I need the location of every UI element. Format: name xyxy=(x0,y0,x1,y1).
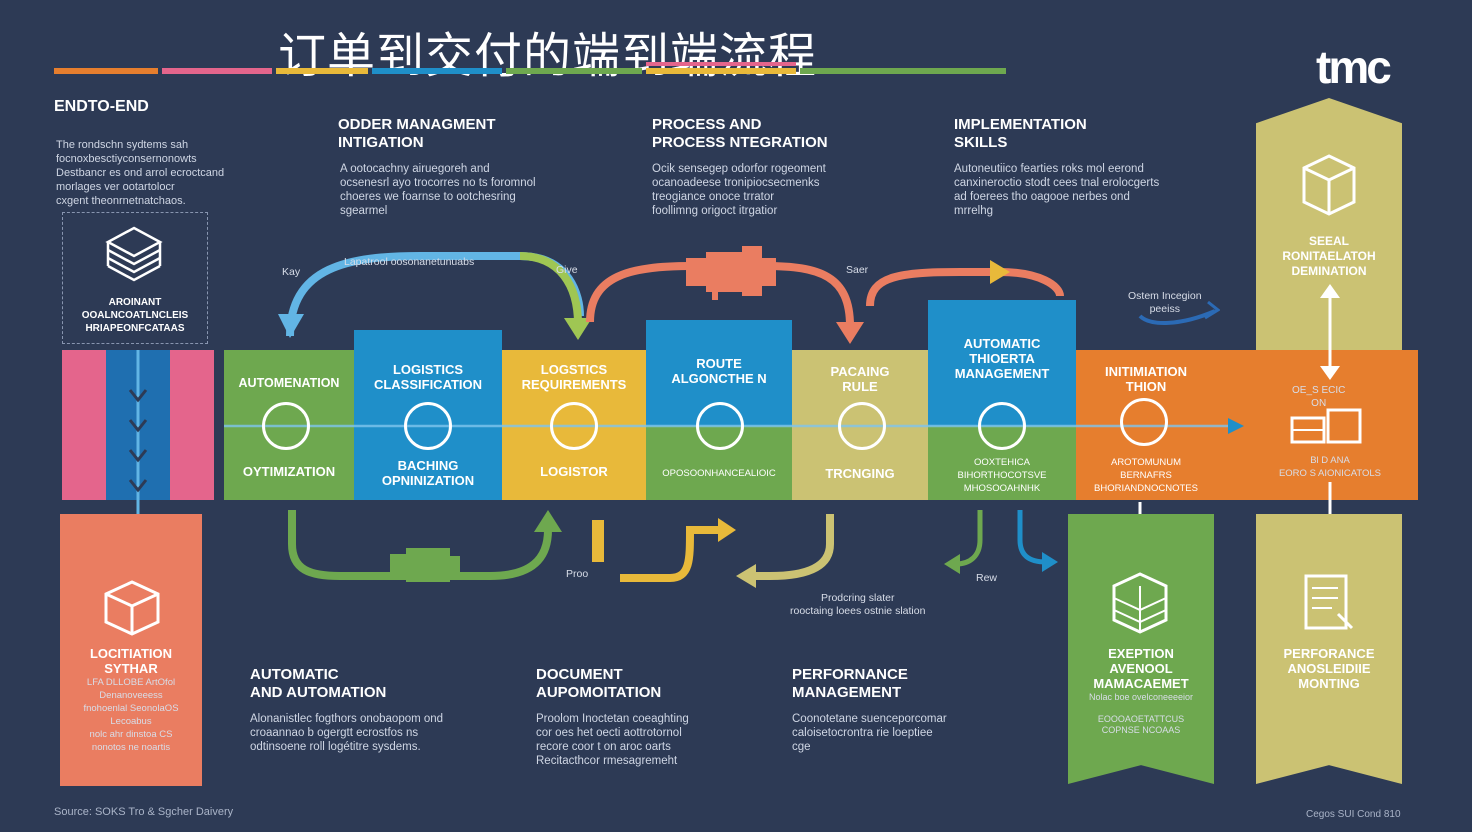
box1-top-label: AUTOMENATION xyxy=(238,376,340,390)
flow-label-give: Give xyxy=(556,264,578,276)
box1-bottom-label: OYTIMIZATION xyxy=(242,464,336,479)
left-body: The rondschn sydtems sah focnoxbesctiyco… xyxy=(56,139,225,207)
box5-top-label: PACAING RULE xyxy=(830,364,890,394)
stack-layers-icon xyxy=(105,226,163,282)
flow-label-proo: Proo xyxy=(566,568,589,580)
clipboard-icon xyxy=(404,402,452,450)
left-heading: ENDTO-END xyxy=(54,98,149,115)
bottom-heading-document: DOCUMENT AUPOMOITATION xyxy=(536,666,662,701)
crate-icon xyxy=(1112,572,1168,634)
box4-top-label: ROUTE ALGONCTHE N xyxy=(671,356,767,386)
right-mid-sub: Bl D ANA EORO S AIONICATOLS xyxy=(1278,455,1382,479)
flow-label-prodting: Prodcring slater rooctaing loees ostnie … xyxy=(790,592,926,617)
title-bar-orange xyxy=(54,68,158,74)
lower-connector-icon xyxy=(390,548,460,582)
box7-top-label: INITIMIATION THION xyxy=(1104,364,1188,394)
box6-bottom-label: OOXTEHICA BIHORTHOCOTSVE MHOSOOAHNHK xyxy=(957,457,1047,494)
title-bar-blue xyxy=(372,68,502,74)
section-heading-order: ODDER MANAGMENT INTIGATION xyxy=(338,116,496,151)
box4-bottom-label: OPOSOONHANCEALIOIC xyxy=(662,468,776,479)
bottom-left-ribbon xyxy=(60,514,202,786)
cube-icon xyxy=(1302,154,1356,216)
box7-bottom-label: AROTOMUNUM BERNAFRS BHORIANDNOCNOTES xyxy=(1094,457,1198,494)
bottom-left-body: LFA DLLOBE ArtOfol Denanoveeess fnohoenl… xyxy=(83,677,179,753)
section-heading-process: PROCESS AND PROCESS NTEGRATION xyxy=(652,116,828,151)
footer-source: Source: SOKS Tro & Sgcher Daivery xyxy=(54,806,234,818)
flow-label-kay: Kay xyxy=(282,266,301,278)
left-pink-strip xyxy=(62,350,106,500)
box3-top-label: LOGSTICS REQUIREMENTS xyxy=(521,362,627,392)
performance-label: PERFORANCE ANOSLEIDIIE MONTING xyxy=(1283,646,1375,691)
flow-label-rew: Rew xyxy=(976,572,998,584)
connector-pipe-icon xyxy=(686,246,776,300)
exception-heading: EXEPTION AVENOOL MAMACAEMET xyxy=(1093,646,1189,691)
exception-ribbon xyxy=(1068,514,1214,784)
section-heading-implementation: IMPLEMENTATION SKILLS xyxy=(954,116,1087,151)
left-pink-strip-2 xyxy=(170,350,214,500)
footer-right: Cegos SUI Cond 810 xyxy=(1306,809,1401,820)
bottom-body-performance: Coonotetane suenceporcomar caloisetocron… xyxy=(792,713,947,753)
packing-icon xyxy=(838,402,886,450)
title-bar-pink-2 xyxy=(646,62,796,66)
right-mid-label: OE_S ECIC ON xyxy=(1292,385,1346,409)
section-body-implementation: Autoneutiico fearties roks mol eerond ca… xyxy=(954,163,1160,217)
title-bar-green xyxy=(506,68,642,74)
bottom-heading-performance: PERFORNANCE MANAGEMENT xyxy=(792,666,908,701)
title-bar-yellow-2 xyxy=(646,68,796,74)
brand-logo: tmc xyxy=(1316,41,1392,93)
top-arc-caption: Lapatrool oosonanetunuabs xyxy=(344,256,475,268)
page-title: 订单到交付的端到端流程 xyxy=(278,28,818,84)
boxes-icon xyxy=(1290,408,1362,444)
title-bar-yellow xyxy=(276,68,368,74)
bottom-left-heading: LOCITIATION SYTHAR xyxy=(89,646,173,676)
section-body-order: A ootocachny airuegoreh and ocsenesrl ay… xyxy=(340,163,536,217)
network-icon xyxy=(978,402,1026,450)
box2-top-label: LOGISTICS CLASSIFICATION xyxy=(373,362,483,392)
right-upper-label: SEEAL RONITAELATOH DEMINATION xyxy=(1282,234,1376,278)
gear-icon xyxy=(262,402,310,450)
flow-label-saer: Saer xyxy=(846,264,869,276)
title-bar-green-2 xyxy=(800,68,1006,74)
vertical-double-arrow xyxy=(1320,284,1340,380)
box2-bottom-label: BACHING OPNINIZATION xyxy=(381,458,475,488)
box3-bottom-label: LOGISTOR xyxy=(540,464,608,479)
flow-label-ostem: Ostem Incegion peeiss xyxy=(1128,290,1202,315)
bottom-heading-automatic: AUTOMATIC AND AUTOMATION xyxy=(250,666,387,701)
bottom-body-document: Proolom Inoctetan coeaghting cor oes het… xyxy=(536,713,689,767)
left-box-label: AROINANT OOALNCOATLNCLEIS HRIAPEONFCATAA… xyxy=(81,297,189,334)
title-bar-pink xyxy=(162,68,272,74)
left-dashed-box xyxy=(62,212,208,344)
box5-bottom-label: TRCNGING xyxy=(825,466,895,481)
upper-flow-arrows xyxy=(278,252,1220,344)
exception-sub: Nolac boe ovelconeeeeior EOOOAOETATTCUS … xyxy=(1088,692,1194,735)
performance-ribbon xyxy=(1256,514,1402,784)
box6-top-label: AUTOMATIC THIOERTA MANAGEMENT xyxy=(954,336,1050,381)
package-icon xyxy=(104,580,160,636)
section-body-process: Ocik sensegep odorfor rogeoment ocanoade… xyxy=(652,163,826,217)
document-icon xyxy=(550,402,598,450)
bottom-body-automatic: Alonanistlec fogthors onobaopom ond croa… xyxy=(250,713,444,753)
route-icon xyxy=(696,402,744,450)
cluster-icon xyxy=(1120,398,1168,446)
report-icon xyxy=(1304,574,1354,630)
